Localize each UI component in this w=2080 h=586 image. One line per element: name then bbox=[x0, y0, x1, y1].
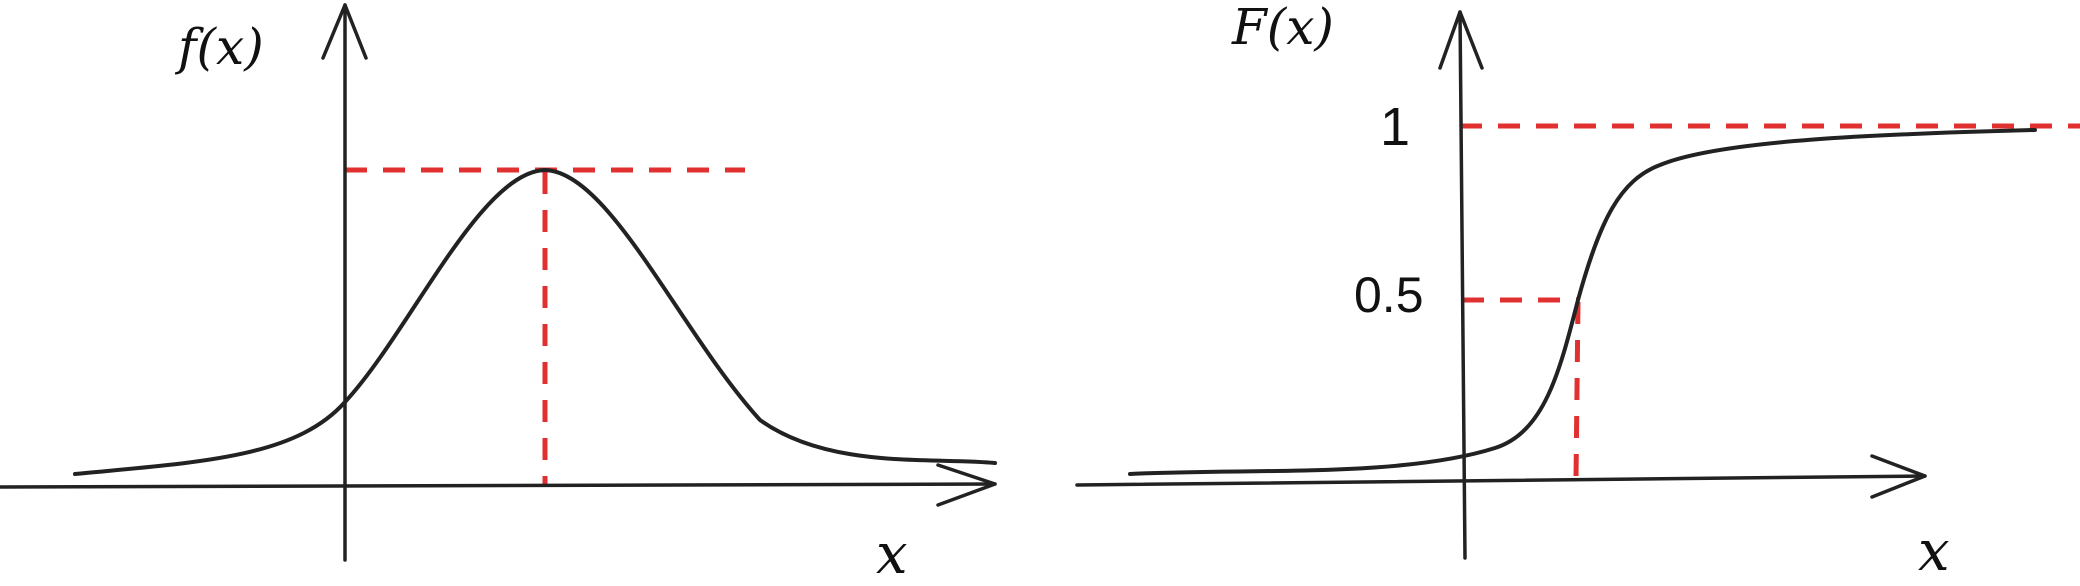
pdf-x-axis-label: x bbox=[876, 522, 908, 586]
pdf-x-axis bbox=[0, 482, 997, 489]
pdf-y-axis-arrowhead bbox=[321, 3, 368, 60]
pdf-panel: f(x) x bbox=[0, 3, 997, 586]
cdf-x-axis-arrowhead bbox=[1870, 454, 1927, 499]
cdf-tick-label-one: 1 bbox=[1380, 97, 1410, 157]
cdf-x-axis-label: x bbox=[1918, 519, 1950, 584]
cdf-y-axis-arrowhead bbox=[1438, 10, 1484, 70]
cdf-y-axis bbox=[1458, 10, 1467, 560]
pdf-x-axis-arrowhead bbox=[936, 463, 997, 507]
cdf-tick-label-half: 0.5 bbox=[1354, 267, 1424, 323]
cdf-median-vertical-guide bbox=[1573, 301, 1581, 479]
pdf-y-axis-label: f(x) bbox=[174, 18, 264, 76]
cdf-sigmoid-curve bbox=[1128, 128, 2037, 476]
pdf-bell-curve bbox=[73, 168, 997, 476]
cdf-x-axis bbox=[1075, 474, 1927, 487]
cdf-y-axis-label: F(x) bbox=[1231, 0, 1334, 56]
cdf-panel: F(x) x 1 0.5 bbox=[1075, 0, 2080, 584]
